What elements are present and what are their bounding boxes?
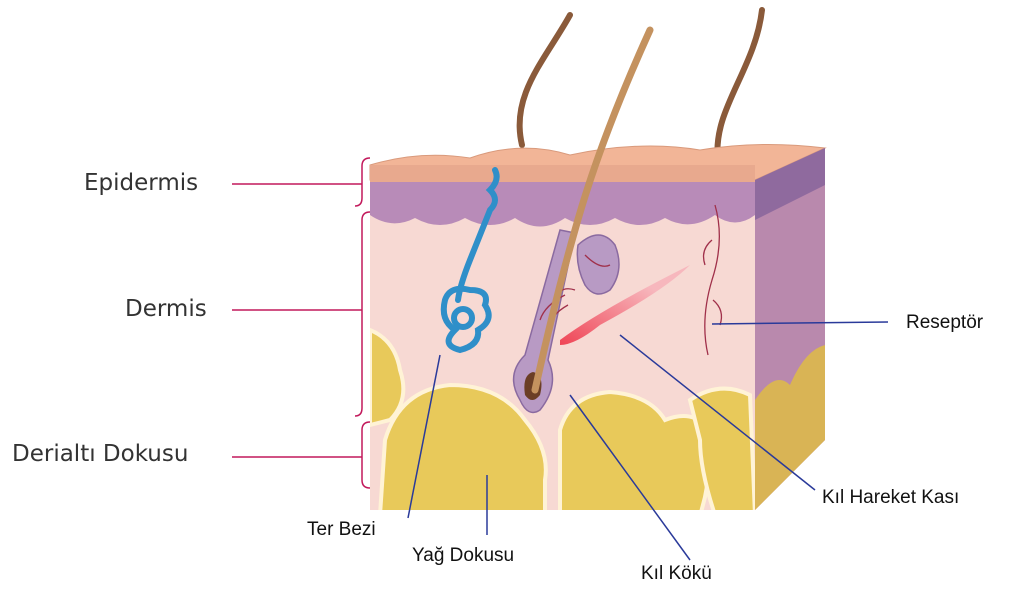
arrector-pili-label: Kıl Hareket Kası xyxy=(822,487,959,509)
receptor-label: Reseptör xyxy=(906,312,983,334)
layer-brackets xyxy=(232,158,370,488)
epidermis-label: Epidermis xyxy=(84,170,198,196)
hair-shafts xyxy=(520,10,762,160)
epidermis-top-strip xyxy=(370,165,755,182)
dermis-label: Dermis xyxy=(125,296,207,322)
subcutaneous-label: Derialtı Dokusu xyxy=(12,441,188,467)
sweat-gland-label: Ter Bezi xyxy=(307,519,376,541)
hair-root-label: Kıl Kökü xyxy=(641,563,712,585)
fat-tissue-label: Yağ Dokusu xyxy=(412,545,514,567)
